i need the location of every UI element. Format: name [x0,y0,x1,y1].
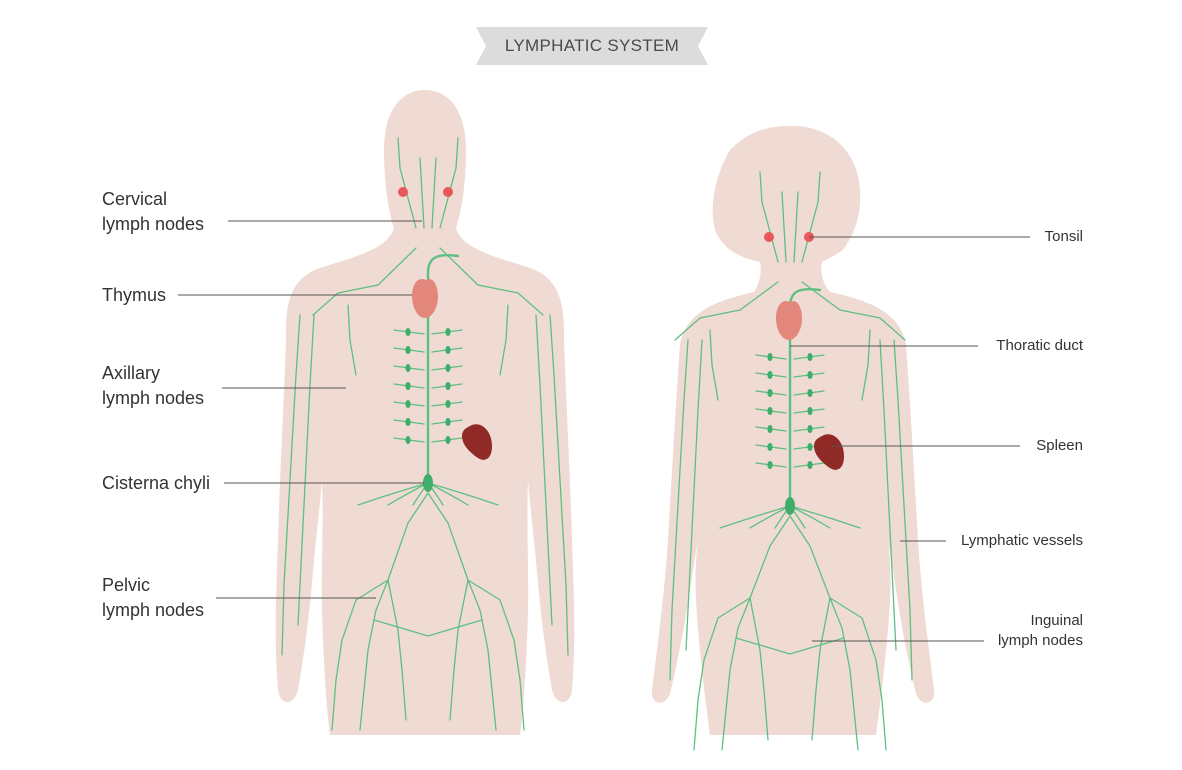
lymphatic-vessel [431,157,437,229]
lymphatic-vessel [331,579,389,731]
lymphatic-vessel [709,329,719,401]
lymphatic-vessel [685,339,703,651]
lymph-node [405,418,411,426]
lymphatic-vessel [427,482,499,506]
female-thymus [776,300,802,340]
female-cisterna-chyli [785,497,795,515]
lymphatic-vessel [861,329,871,401]
lymphatic-vessel [297,314,315,626]
lymphatic-vessel [357,482,429,506]
lymph-node [807,461,813,469]
male-spleen [462,424,492,460]
lymph-node [445,382,451,390]
lymph-node [445,346,451,354]
lymph-node [807,425,813,433]
male-tonsil-right [443,187,453,197]
lymphatic-vessel [449,579,469,721]
lymphatic-vessel [801,281,906,341]
female-spleen [814,434,844,470]
lymphatic-vessel [549,314,569,656]
thoracic-duct-vessel [426,254,460,485]
lymph-node [807,353,813,361]
lymphatic-vessel [893,339,913,681]
lymphatic-vessel [535,314,553,626]
lymphatic-vessel [427,492,497,731]
lymph-node [445,328,451,336]
label-thymus: Thymus [102,285,167,305]
lymph-node [405,382,411,390]
lymph-node [445,400,451,408]
leader-lines [178,220,1030,642]
lymph-node [405,364,411,372]
lymph-node [807,443,813,451]
male-tonsil-left [398,187,408,197]
lymphatic-vessel [347,304,357,376]
lymphatic-vessel [719,505,791,529]
label-spleen: Spleen [1036,437,1083,454]
lymphatic-vessel [419,157,425,229]
male-body-silhouette [275,90,575,735]
lymph-node [445,436,451,444]
lymphatic-vessel [789,505,861,529]
label-cervical-lymph-nodes: Cervical lymph nodes [102,189,205,234]
lymphatic-vessel [781,191,787,263]
lymph-node [807,371,813,379]
lymph-node [405,346,411,354]
lymphatic-vessel [759,171,779,263]
lymphatic-vessel [811,597,831,741]
lymph-node [767,389,773,397]
lymphatic-vessel [829,597,887,751]
label-cisterna-chyli: Cisterna chyli [102,473,211,493]
lymph-node [767,371,773,379]
lymphatic-vessel [312,247,417,316]
lymph-node [405,328,411,336]
lymph-node [767,407,773,415]
lymph-node [405,400,411,408]
lymphatic-vessel [467,579,525,731]
lymph-node [445,418,451,426]
lymph-node [445,364,451,372]
lymphatic-vessel [669,339,689,681]
lymphatic-vessel [789,515,859,751]
lymphatic-vessel [735,637,845,655]
lymphatic-vessel [387,579,407,721]
lymph-node [405,436,411,444]
male-thymus [412,278,438,318]
lymphatic-vessel [793,191,799,263]
lymph-node [767,443,773,451]
lymphatic-vessel [439,137,459,229]
lymphatic-vessel [359,492,429,731]
lymphatic-vessel [749,597,769,741]
label-lymphatic-vessels: Lymphatic vessels [961,532,1083,549]
lymph-node [807,407,813,415]
title-banner: LYMPHATIC SYSTEM [476,27,708,65]
male-lymphatic-vessels [281,137,569,731]
lymphatic-vessel [439,247,544,316]
label-thoratic-duct: Thoratic duct [996,337,1083,354]
female-body-silhouette [651,125,935,735]
lymphatic-vessel [397,137,417,229]
lymphatic-vessel [499,304,509,376]
lymph-node [767,425,773,433]
page-title: LYMPHATIC SYSTEM [504,36,680,55]
female-tonsil-left [764,232,774,242]
lymphatic-vessel [801,171,821,263]
lymphatic-vessel [879,339,897,651]
lymphatic-vessel [373,619,483,637]
label-pelvic-lymph-nodes: Pelvic lymph nodes [102,575,205,620]
male-cisterna-chyli [423,474,433,492]
lymph-node-group [405,328,813,469]
label-inguinal-lymph-nodes: Inguinal lymph nodes [997,612,1083,649]
lymphatic-vessel [693,597,751,751]
lymphatic-vessel [281,314,301,656]
lymphatic-vessel [721,515,791,751]
lymph-node [767,353,773,361]
label-tonsil: Tonsil [1044,228,1083,245]
lymphatic-vessel [674,281,779,341]
lymph-node [767,461,773,469]
lymph-node [807,389,813,397]
label-axillary-lymph-nodes: Axillary lymph nodes [102,363,205,408]
